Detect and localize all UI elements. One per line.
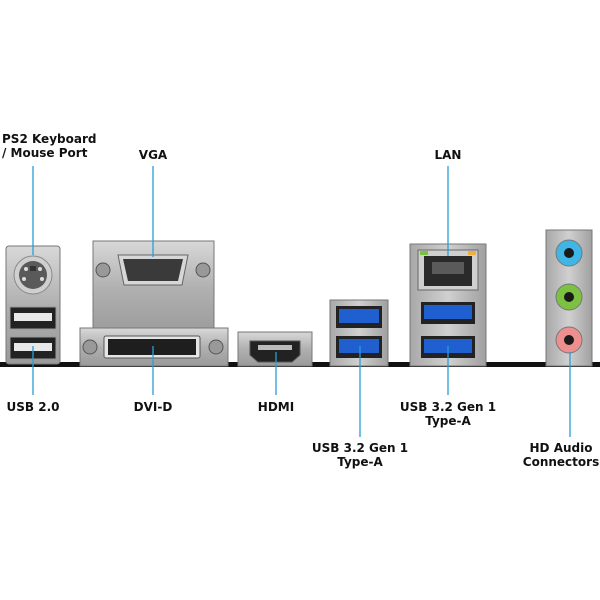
label-dvid: DVI-D xyxy=(133,400,173,414)
vga-dvi-stack xyxy=(79,240,229,367)
lan-usb32-stack xyxy=(409,243,487,367)
label-usb32-middle: USB 3.2 Gen 1 Type-A xyxy=(311,441,409,469)
lan-port xyxy=(417,249,479,291)
vga-port xyxy=(95,254,211,286)
leader-lines xyxy=(32,166,571,437)
usb32-middle-stack xyxy=(329,299,389,367)
label-usb32-right: USB 3.2 Gen 1 Type-A xyxy=(399,400,497,428)
label-ps2: PS2 Keyboard / Mouse Port xyxy=(2,132,97,160)
hdmi-port xyxy=(237,331,313,367)
label-usb20: USB 2.0 xyxy=(6,400,60,414)
audio-jacks xyxy=(545,229,593,367)
label-vga: VGA xyxy=(138,148,168,162)
label-audio: HD Audio Connectors xyxy=(522,441,600,469)
label-lan: LAN xyxy=(434,148,462,162)
dvi-d-port xyxy=(82,335,224,359)
label-hdmi: HDMI xyxy=(257,400,295,414)
